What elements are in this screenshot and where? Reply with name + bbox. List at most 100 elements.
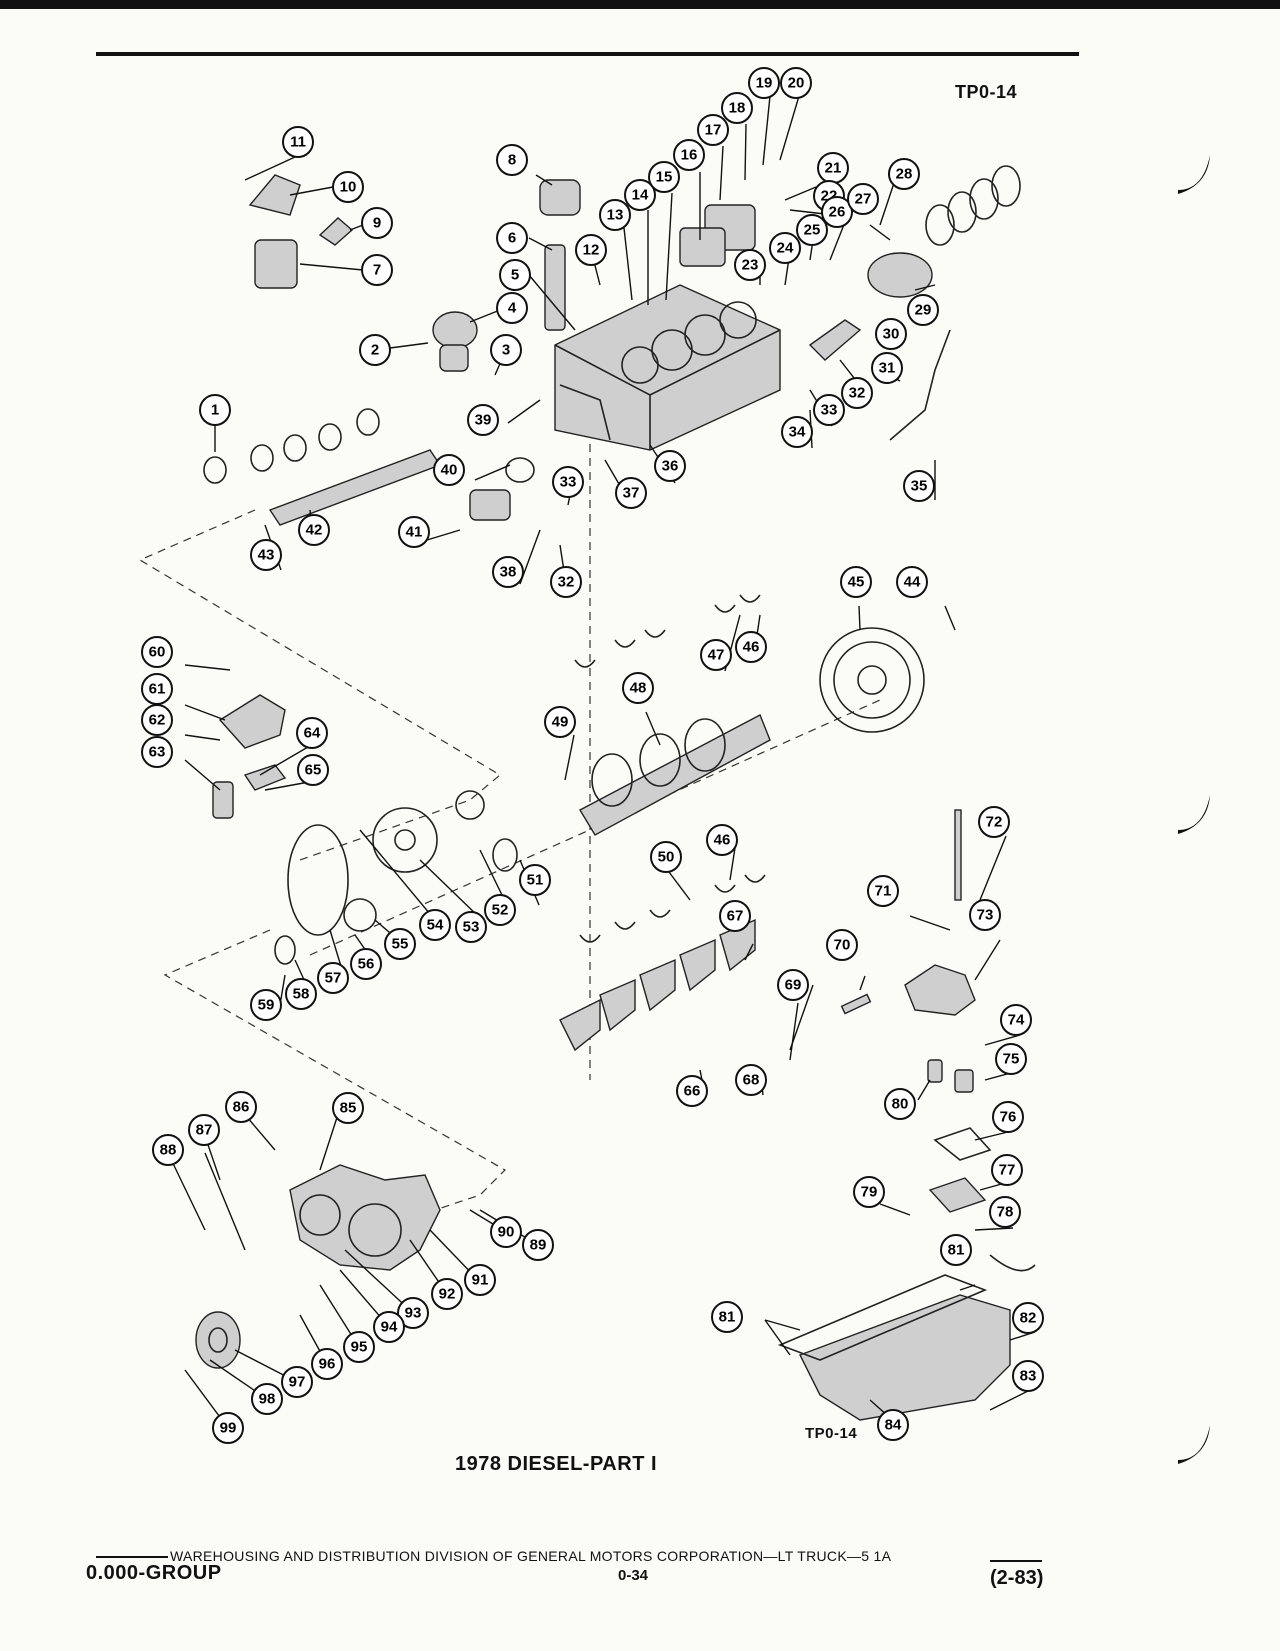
callout-number: 7 <box>373 262 381 279</box>
callout-circle <box>285 978 317 1010</box>
callout-circle <box>781 416 813 448</box>
callout-45: 45 <box>840 566 872 598</box>
front-cover-water-pump <box>289 1164 441 1271</box>
callout-circle <box>896 566 928 598</box>
callout-77: 77 <box>991 1154 1023 1186</box>
callout-number: 33 <box>560 474 577 491</box>
connecting-rod <box>808 319 862 361</box>
callout-number: 83 <box>1020 1368 1037 1385</box>
callout-number: 23 <box>742 257 759 274</box>
callout-number: 69 <box>785 977 802 994</box>
callout-87: 87 <box>188 1114 220 1146</box>
dashed-path-lower <box>163 929 506 1216</box>
callout-56: 56 <box>350 948 382 980</box>
callout-number: 47 <box>708 647 725 664</box>
callout-circle <box>212 1412 244 1444</box>
callout-circle <box>841 377 873 409</box>
callout-circle <box>875 318 907 350</box>
callout-number: 6 <box>508 230 516 247</box>
callout-24: 24 <box>769 232 801 264</box>
callout-number: 73 <box>977 907 994 924</box>
callout-number: 28 <box>896 166 913 183</box>
callout-circle <box>840 566 872 598</box>
callout-97: 97 <box>281 1366 313 1398</box>
callout-number: 25 <box>804 222 821 239</box>
callout-number: 66 <box>684 1083 701 1100</box>
callout-number: 15 <box>656 169 673 186</box>
callout-number: 60 <box>149 644 166 661</box>
callout-34: 34 <box>781 416 813 448</box>
figure-code-bottom: TP0-14 <box>805 1425 858 1442</box>
callout-25: 25 <box>796 214 828 246</box>
callout-number: 32 <box>849 385 866 402</box>
callout-51: 51 <box>519 864 551 896</box>
callout-number: 98 <box>259 1391 276 1408</box>
callout-number: 55 <box>392 936 409 953</box>
callout-50: 50 <box>650 841 682 873</box>
callout-number: 21 <box>825 160 842 177</box>
callout-number: 44 <box>904 574 921 591</box>
callout-78: 78 <box>989 1196 1021 1228</box>
callout-circle <box>141 704 173 736</box>
callout-number: 88 <box>160 1142 177 1159</box>
main-bearing-caps <box>559 918 756 1052</box>
callout-circle <box>847 183 879 215</box>
callout-27: 27 <box>847 183 879 215</box>
callout-number: 18 <box>729 100 746 117</box>
callout-circle <box>648 161 680 193</box>
callout-91: 91 <box>464 1264 496 1296</box>
callout-67: 67 <box>719 900 751 932</box>
callout-number: 34 <box>789 424 806 441</box>
callout-42: 42 <box>298 514 330 546</box>
callout-circle <box>821 196 853 228</box>
water-outlet <box>212 694 287 819</box>
callout-36: 36 <box>654 450 686 482</box>
callout-circle <box>225 1091 257 1123</box>
callout-circle <box>697 114 729 146</box>
callout-number: 81 <box>948 1242 965 1259</box>
callout-54: 54 <box>419 909 451 941</box>
callout-circle <box>989 1196 1021 1228</box>
callout-3: 3 <box>490 334 522 366</box>
callout-number: 48 <box>630 680 647 697</box>
callout-circle <box>871 352 903 384</box>
callout-circle <box>343 1331 375 1363</box>
callout-43: 43 <box>250 539 282 571</box>
callout-number: 45 <box>848 574 865 591</box>
callout-circle <box>282 126 314 158</box>
camshaft-sprocket <box>372 807 438 873</box>
callout-number: 56 <box>358 956 375 973</box>
callout-circle <box>877 1409 909 1441</box>
callout-23: 23 <box>734 249 766 281</box>
callout-number: 41 <box>406 524 423 541</box>
callout-96: 96 <box>311 1348 343 1380</box>
callout-number: 52 <box>492 902 509 919</box>
callout-number: 79 <box>861 1184 878 1201</box>
callout-number: 85 <box>340 1100 357 1117</box>
callout-14: 14 <box>624 179 656 211</box>
callout-number: 40 <box>441 462 458 479</box>
callout-circle <box>419 909 451 941</box>
callout-circle <box>398 516 430 548</box>
callout-15: 15 <box>648 161 680 193</box>
callout-26: 26 <box>821 196 853 228</box>
callout-number: 19 <box>756 75 773 92</box>
callout-72: 72 <box>978 806 1010 838</box>
header-rule <box>96 52 1079 56</box>
callout-circle <box>552 466 584 498</box>
callout-83: 83 <box>1012 1360 1044 1392</box>
callout-6: 6 <box>496 222 528 254</box>
callout-number: 53 <box>463 919 480 936</box>
callout-circle <box>1012 1302 1044 1334</box>
callout-90: 90 <box>490 1216 522 1248</box>
callout-circle <box>777 969 809 1001</box>
callout-circle <box>780 67 812 99</box>
callout-number: 1 <box>211 402 219 419</box>
callout-59: 59 <box>250 989 282 1021</box>
callout-number: 14 <box>632 187 649 204</box>
callout-circle <box>991 1154 1023 1186</box>
oil-filter <box>254 239 298 289</box>
footer-date-rule <box>990 1560 1042 1562</box>
callout-circle <box>969 899 1001 931</box>
